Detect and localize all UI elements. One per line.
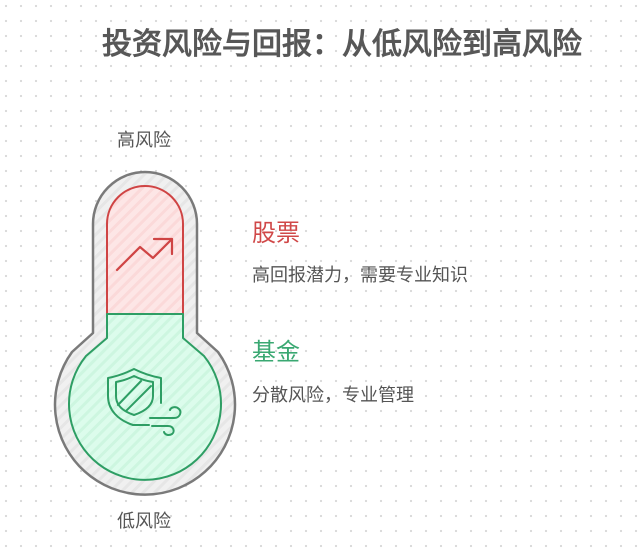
fund-description: 分散风险，专业管理	[252, 385, 414, 406]
fund-title: 基金	[252, 338, 300, 366]
high-risk-zone	[69, 186, 222, 314]
diagram-title: 投资风险与回报：从低风险到高风险	[102, 27, 582, 62]
stock-title: 股票	[252, 219, 300, 247]
stock-description: 高回报潜力，需要专业知识	[252, 265, 468, 286]
high-risk-label: 高风险	[117, 130, 171, 151]
low-risk-label: 低风险	[117, 511, 171, 532]
shield-wind-icon	[107, 368, 182, 437]
trending-up-icon	[115, 237, 174, 272]
